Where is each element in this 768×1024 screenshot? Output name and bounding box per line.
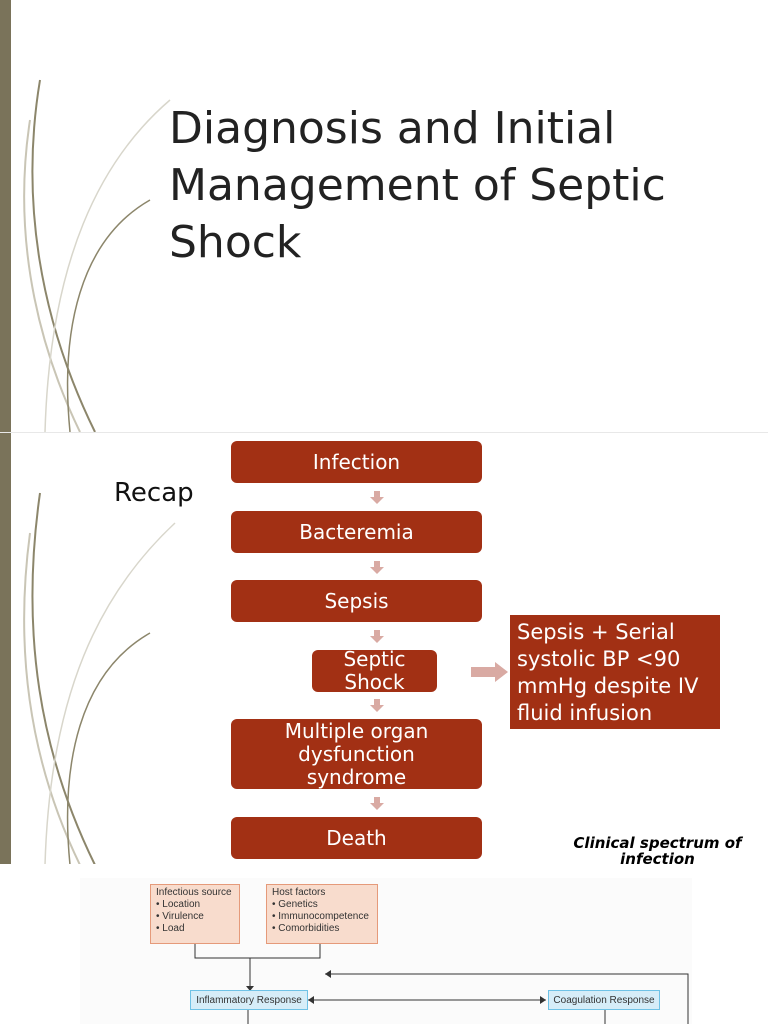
coagulation-response-box: Coagulation Response [548,990,660,1010]
title-slide: Diagnosis and Initial Management of Sept… [0,0,768,432]
diagram-connectors [194,944,689,1024]
infectious-source-box: Infectious source • Location • Virulence… [150,884,240,944]
slide-title: Diagnosis and Initial Management of Sept… [169,103,666,268]
decorative-swoosh [23,492,176,865]
infectious-source-title: Infectious source [156,887,232,898]
recap-heading: Recap [114,478,194,508]
list-item: • Genetics [272,899,318,910]
list-item: • Load [156,923,185,934]
decorative-swoosh [23,79,171,432]
list-item: • Comorbidities [272,923,340,934]
host-factors-title: Host factors [272,887,326,898]
host-factors-box: Host factors • Genetics • Immunocompeten… [266,884,378,944]
flow-infection: Infection [231,441,482,483]
sepsis-diagram: Infectious source • Location • Virulence… [80,878,692,1024]
septic-shock-definition: Sepsis + Serial systolic BP <90 mmHg des… [510,615,720,729]
inflammatory-response-box: Inflammatory Response [190,990,308,1010]
list-item: • Immunocompetence [272,911,369,922]
list-item: • Location [156,899,201,910]
left-accent-bar [0,433,11,865]
figure-caption: Clinical spectrum of infection [573,834,742,865]
left-accent-bar [0,0,11,432]
recap-slide: Recap Infection Bacteremia Sepsis Septic… [0,432,768,865]
diagram-slide: Infectious source • Location • Virulence… [0,864,768,1024]
right-arrow-icon [471,662,508,682]
list-item: • Virulence [156,911,204,922]
flow-bacteremia: Bacteremia [231,511,482,553]
flow-sepsis: Sepsis [231,580,482,622]
flow-death: Death [231,817,482,859]
flow-mods: Multiple organ dysfunction syndrome [231,719,482,789]
flow-septic-shock: Septic Shock [312,648,437,694]
